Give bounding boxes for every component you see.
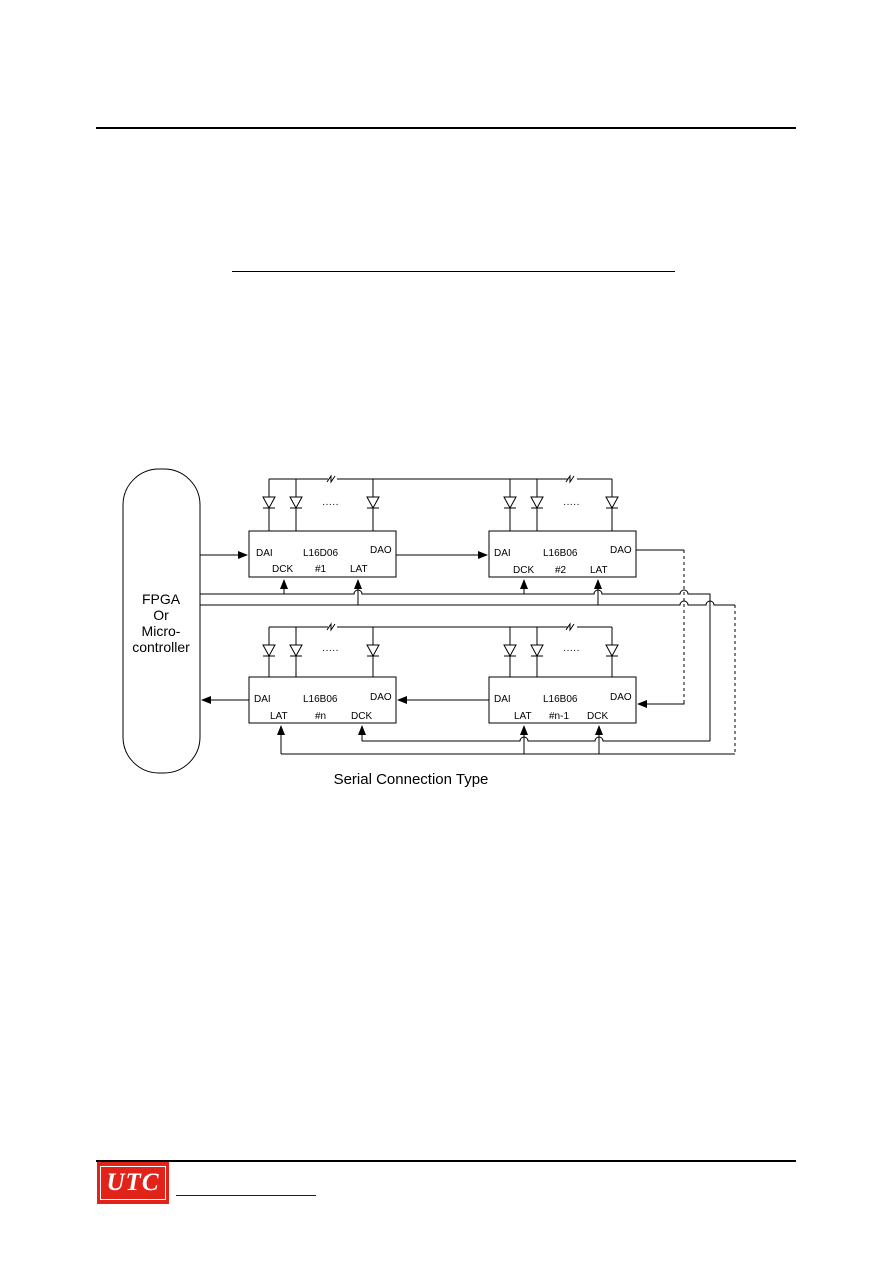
svg-text:DCK: DCK xyxy=(351,711,372,722)
led-diode-icon xyxy=(289,627,303,677)
led-ellipsis-1: ····· xyxy=(322,499,339,510)
svg-text:DAO: DAO xyxy=(370,545,392,556)
footer-rule xyxy=(96,1160,796,1162)
svg-text:LAT: LAT xyxy=(350,564,368,575)
controller-label-2: Or xyxy=(153,607,169,623)
led-diode-icon xyxy=(366,627,380,677)
controller-label-3: Micro- xyxy=(142,623,181,639)
led-diode-icon xyxy=(605,627,619,677)
svg-text:L16B06: L16B06 xyxy=(543,548,578,559)
svg-text:DCK: DCK xyxy=(272,564,293,575)
svg-text:DAI: DAI xyxy=(256,548,273,559)
led-ellipsis-4: ····· xyxy=(563,645,580,656)
chip-2: DAI L16B06 DAO DCK #2 LAT xyxy=(488,530,637,578)
svg-text:DCK: DCK xyxy=(513,565,534,576)
led-diode-icon xyxy=(262,479,276,531)
utc-logo: UTC xyxy=(97,1162,169,1204)
led-diode-icon xyxy=(605,479,619,531)
svg-text:LAT: LAT xyxy=(590,565,608,576)
svg-text:DAO: DAO xyxy=(610,692,632,703)
led-diode-icon xyxy=(530,627,544,677)
title-underline xyxy=(232,271,675,272)
led-rail-top xyxy=(269,474,612,484)
svg-text:DAI: DAI xyxy=(254,694,271,705)
svg-text:DAO: DAO xyxy=(610,545,632,556)
svg-text:DCK: DCK xyxy=(587,711,608,722)
led-ellipsis-3: ····· xyxy=(322,645,339,656)
svg-text:#2: #2 xyxy=(555,565,567,576)
svg-text:DAO: DAO xyxy=(370,692,392,703)
svg-text:#n: #n xyxy=(315,711,326,722)
svg-text:L16B06: L16B06 xyxy=(543,694,578,705)
chip-n: DAI L16B06 DAO LAT #n DCK xyxy=(248,676,397,724)
control-bus xyxy=(200,579,736,755)
led-diode-icon xyxy=(530,479,544,531)
diagram-caption: Serial Connection Type xyxy=(334,771,489,788)
svg-text:L16D06: L16D06 xyxy=(303,548,338,559)
led-diode-icon xyxy=(503,479,517,531)
header-rule xyxy=(96,127,796,129)
utc-logo-text: UTC xyxy=(106,1169,160,1196)
chip-n-minus-1: DAI L16B06 DAO LAT #n-1 DCK xyxy=(488,676,637,724)
led-ellipsis-2: ····· xyxy=(563,499,580,510)
data-path xyxy=(200,549,685,708)
svg-text:LAT: LAT xyxy=(270,711,288,722)
controller-label-1: FPGA xyxy=(142,591,181,607)
controller-label-4: controller xyxy=(132,639,190,655)
chip-1: DAI L16D06 DAO DCK #1 LAT xyxy=(248,530,397,578)
svg-text:L16B06: L16B06 xyxy=(303,694,338,705)
footer-link[interactable] xyxy=(176,1195,316,1196)
svg-text:#1: #1 xyxy=(315,564,327,575)
led-rail-bottom xyxy=(269,622,612,632)
svg-text:DAI: DAI xyxy=(494,548,511,559)
led-diode-icon xyxy=(366,479,380,531)
controller-block xyxy=(122,468,201,774)
led-diode-icon xyxy=(262,627,276,677)
svg-text:DAI: DAI xyxy=(494,694,511,705)
led-array xyxy=(262,479,619,677)
svg-text:#n-1: #n-1 xyxy=(549,711,569,722)
svg-text:LAT: LAT xyxy=(514,711,532,722)
led-diode-icon xyxy=(503,627,517,677)
led-diode-icon xyxy=(289,479,303,531)
